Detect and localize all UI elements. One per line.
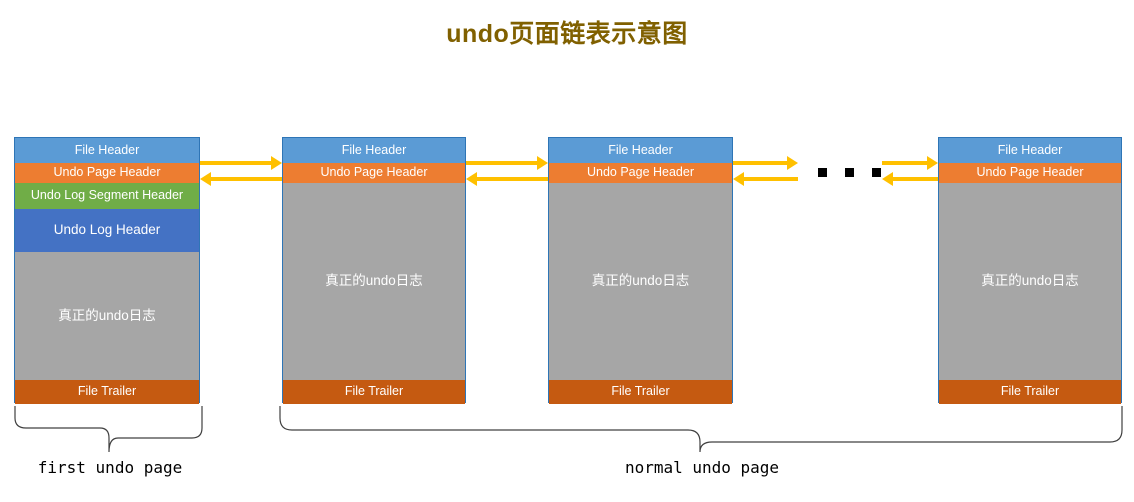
undo-page-block-3[interactable]: File Header Undo Page Header 真正的undo日志 F… <box>548 137 733 404</box>
brace-normal-undo-page <box>277 404 1127 454</box>
page-title: undo页面链表示意图 <box>446 20 688 48</box>
ellipsis-dot-1 <box>818 168 827 177</box>
band-file-header-4: File Header <box>939 138 1121 163</box>
arrow-backward-head-3 <box>733 172 744 186</box>
arrow-forward-line-4 <box>882 161 927 165</box>
brace-normal-undo-page-path <box>279 406 1123 453</box>
ellipsis-dot-3 <box>872 168 881 177</box>
band-undo-page-header-4: Undo Page Header <box>939 163 1121 183</box>
band-undo-log-body-1: 真正的undo日志 <box>15 252 199 380</box>
arrow-backward-line-4 <box>893 177 938 181</box>
brace-normal-undo-page-label: normal undo page <box>624 458 780 477</box>
ellipsis-dots <box>818 168 881 177</box>
arrow-backward-head-4 <box>882 172 893 186</box>
band-undo-log-body-4: 真正的undo日志 <box>939 183 1121 380</box>
band-file-header-2: File Header <box>283 138 465 163</box>
undo-page-block-4[interactable]: File Header Undo Page Header 真正的undo日志 F… <box>938 137 1122 404</box>
arrow-forward-head-2 <box>537 156 548 170</box>
arrow-backward-head-1 <box>200 172 211 186</box>
arrow-forward-line-3 <box>733 161 787 165</box>
band-undo-page-header-2: Undo Page Header <box>283 163 465 183</box>
arrow-forward-head-3 <box>787 156 798 170</box>
band-file-trailer-3: File Trailer <box>549 380 732 404</box>
band-file-trailer-2: File Trailer <box>283 380 465 404</box>
arrow-forward-line-1 <box>200 161 271 165</box>
arrow-backward-line-2 <box>477 177 548 181</box>
band-undo-page-header-3: Undo Page Header <box>549 163 732 183</box>
arrow-backward-line-3 <box>744 177 798 181</box>
band-file-trailer-4: File Trailer <box>939 380 1121 404</box>
arrow-forward-head-1 <box>271 156 282 170</box>
band-file-header-3: File Header <box>549 138 732 163</box>
arrow-backward-line-1 <box>211 177 282 181</box>
brace-first-undo-page-label: first undo page <box>37 458 183 477</box>
band-undo-log-segment-header-1: Undo Log Segment Header <box>15 183 199 209</box>
ellipsis-dot-2 <box>845 168 854 177</box>
band-file-header-1: File Header <box>15 138 199 163</box>
band-undo-page-header-1: Undo Page Header <box>15 163 199 183</box>
brace-first-undo-page <box>12 404 208 454</box>
band-undo-log-body-3: 真正的undo日志 <box>549 183 732 380</box>
band-file-trailer-1: File Trailer <box>15 380 199 404</box>
undo-page-block-2[interactable]: File Header Undo Page Header 真正的undo日志 F… <box>282 137 466 404</box>
arrow-backward-head-2 <box>466 172 477 186</box>
brace-first-undo-page-path <box>14 406 203 453</box>
band-undo-log-header-1: Undo Log Header <box>15 209 199 252</box>
arrow-forward-head-4 <box>927 156 938 170</box>
undo-page-block-1[interactable]: File Header Undo Page Header Undo Log Se… <box>14 137 200 404</box>
band-undo-log-body-2: 真正的undo日志 <box>283 183 465 380</box>
arrow-forward-line-2 <box>466 161 537 165</box>
